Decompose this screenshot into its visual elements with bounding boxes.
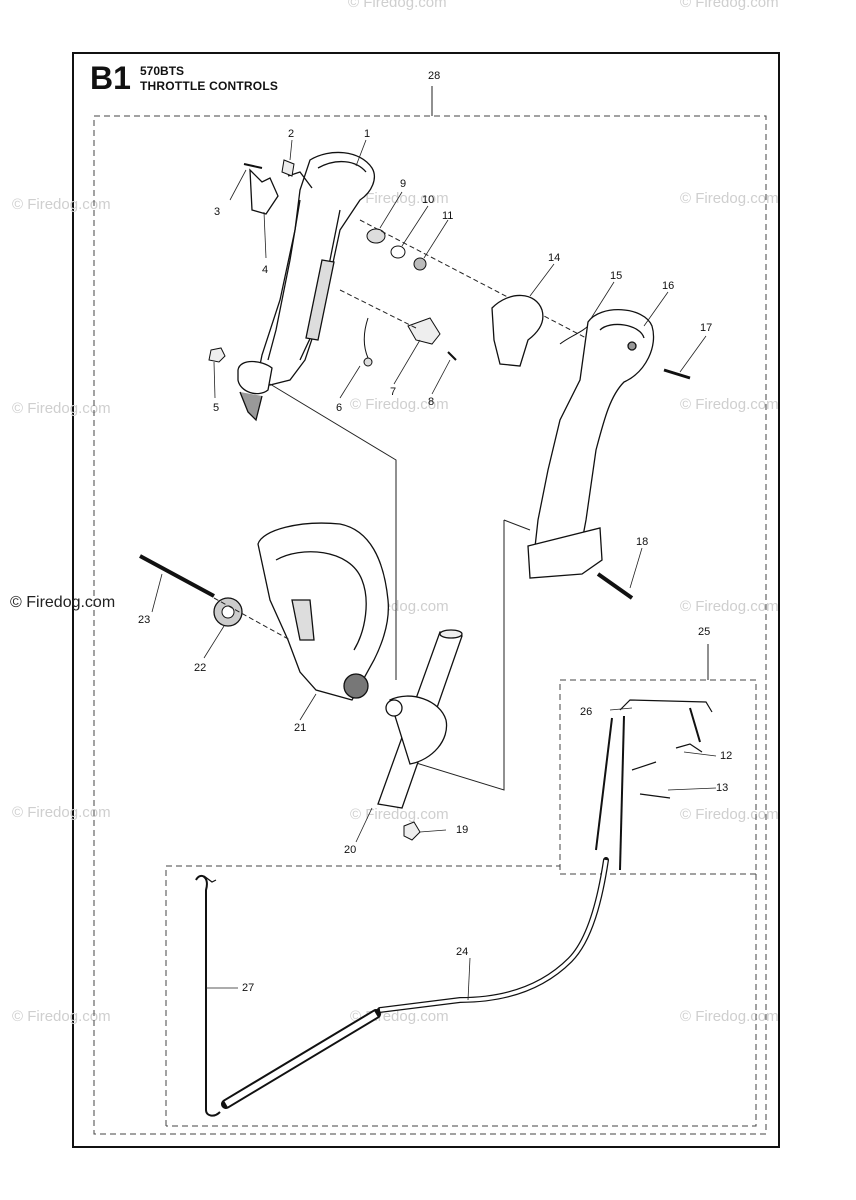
throttle-cable-part: [195, 699, 713, 1117]
watermark: © Firedog.com: [680, 396, 779, 413]
callout-21: 21: [294, 722, 307, 734]
model-number: 570BTS: [140, 64, 185, 78]
watermark: © Firedog.com: [12, 400, 111, 417]
callout-9: 9: [400, 178, 407, 190]
callout-5: 5: [213, 402, 220, 414]
watermark: © Firedog.com: [680, 806, 779, 823]
watermark: © Firedog.com: [10, 594, 116, 611]
callout-28: 28: [428, 70, 441, 82]
watermark: © Firedog.com: [12, 804, 111, 821]
section-title: THROTTLE CONTROLS: [140, 79, 279, 93]
callout-4: 4: [262, 264, 269, 276]
callout-26: 26: [580, 706, 593, 718]
callout-8: 8: [428, 396, 435, 408]
callout-2: 2: [288, 128, 295, 140]
callout-24: 24: [456, 946, 469, 958]
watermark: © Firedog.com: [680, 0, 779, 11]
callout-12: 12: [720, 750, 733, 762]
callout-15: 15: [610, 270, 623, 282]
group-box-28: [93, 115, 767, 1135]
callout-14: 14: [548, 252, 561, 264]
watermark: © Firedog.com: [680, 598, 779, 615]
callout-3: 3: [214, 206, 221, 218]
callout-23: 23: [138, 614, 151, 626]
callout-22: 22: [194, 662, 207, 674]
callout-16: 16: [662, 280, 675, 292]
watermark: © Firedog.com: [12, 196, 111, 213]
handle-tube-part: [377, 629, 463, 809]
callout-18: 18: [636, 536, 649, 548]
watermark: © Firedog.com: [680, 190, 779, 207]
handle-clamp-part: [257, 522, 390, 701]
group-box-25-extension: [165, 865, 560, 1126]
watermark: © Firedog.com: [680, 1008, 779, 1025]
group-box-25: [559, 679, 757, 875]
watermark: © Firedog.com: [350, 396, 449, 413]
watermark: © Firedog.com: [348, 0, 447, 11]
callout-19: 19: [456, 824, 469, 836]
callout-11: 11: [442, 210, 454, 222]
callout-10: 10: [422, 194, 435, 206]
rear-handle-part: [527, 309, 655, 579]
handle-housing-part: [237, 151, 375, 422]
watermark: © Firedog.com: [350, 190, 449, 207]
callout-25: 25: [698, 626, 711, 638]
callout-27: 27: [242, 982, 255, 994]
callout-6: 6: [336, 402, 343, 414]
callout-17: 17: [700, 322, 713, 334]
callout-7: 7: [390, 386, 397, 398]
callout-13: 13: [716, 782, 729, 794]
callout-1: 1: [364, 128, 371, 140]
callout-20: 20: [344, 844, 357, 856]
section-code: B1: [90, 60, 131, 96]
watermark: © Firedog.com: [350, 806, 449, 823]
watermark: © Firedog.com: [12, 1008, 111, 1025]
diagram-frame: [72, 52, 780, 1148]
